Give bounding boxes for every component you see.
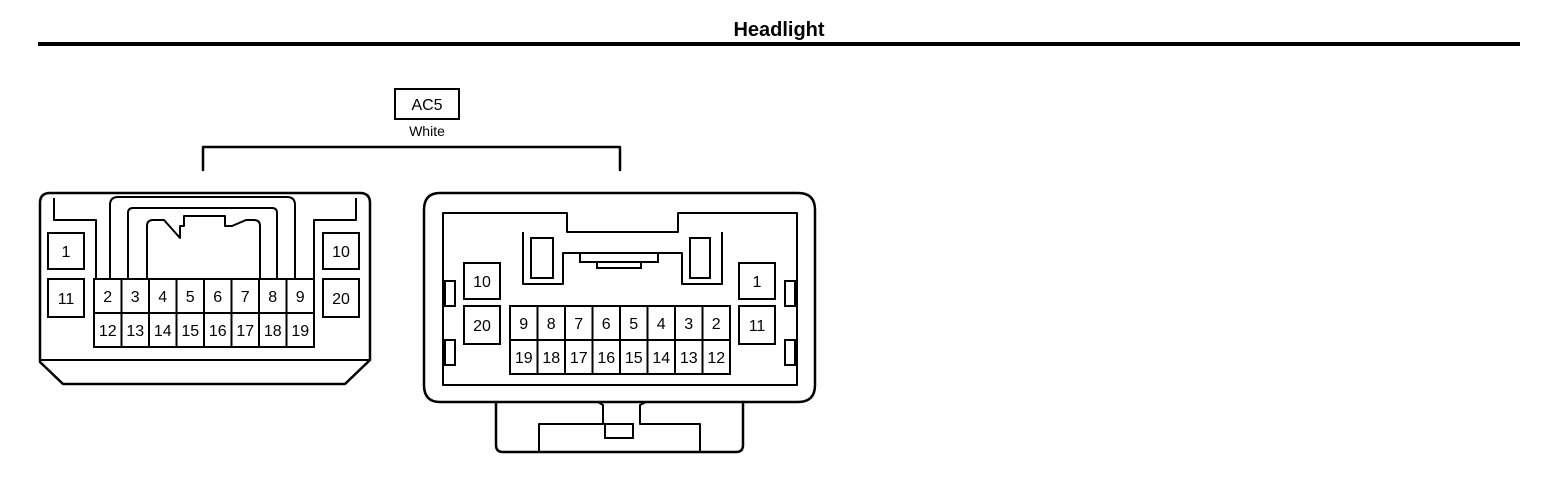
right-pin-cell bbox=[738, 262, 776, 300]
right-inner-outline bbox=[442, 212, 798, 386]
left-inner-line-r bbox=[313, 198, 357, 278]
left-pin-cell bbox=[47, 278, 85, 318]
left-inner-line-l bbox=[53, 198, 97, 278]
pin-label: 12 bbox=[707, 350, 725, 367]
pin-label: 3 bbox=[131, 289, 140, 306]
connector-code-box bbox=[394, 88, 460, 120]
pin-label: 7 bbox=[241, 289, 250, 306]
pin-label: 15 bbox=[625, 350, 643, 367]
connector-code: AC5 bbox=[411, 97, 442, 114]
pin-label: 12 bbox=[99, 323, 117, 340]
pin-label: 8 bbox=[547, 316, 556, 333]
right-pin-cell bbox=[463, 262, 501, 300]
connector-left: 1 11 2 3 4 5 6 7 8 9 12 13 14 15 16 17 1… bbox=[38, 191, 372, 386]
right-lock-bar bbox=[579, 252, 659, 263]
pin-label: 10 bbox=[332, 244, 350, 261]
pin-label: 2 bbox=[712, 316, 721, 333]
pin-label: 5 bbox=[629, 316, 638, 333]
right-side-rib bbox=[444, 339, 456, 366]
pin-label: 20 bbox=[332, 291, 350, 308]
pin-label: 13 bbox=[126, 323, 144, 340]
pin-label: 17 bbox=[570, 350, 588, 367]
pin-label: 18 bbox=[542, 350, 560, 367]
pin-label: 11 bbox=[58, 291, 75, 308]
left-grid-columns bbox=[120, 279, 288, 347]
pin-label: 4 bbox=[657, 316, 666, 333]
right-side-rib bbox=[444, 280, 456, 307]
pin-label: 3 bbox=[684, 316, 693, 333]
pin-label: 1 bbox=[753, 274, 762, 291]
pin-label: 14 bbox=[652, 350, 670, 367]
pin-label: 9 bbox=[296, 289, 305, 306]
right-housing-outline bbox=[422, 191, 817, 404]
right-latch-tab bbox=[604, 423, 634, 439]
left-latch-inner bbox=[127, 207, 278, 278]
pin-label: 5 bbox=[186, 289, 195, 306]
right-lock-bar bbox=[596, 261, 642, 269]
pin-label: 2 bbox=[103, 289, 112, 306]
pin-label: 9 bbox=[519, 316, 528, 333]
right-latch-inner bbox=[538, 401, 701, 452]
pin-label: 18 bbox=[264, 323, 282, 340]
right-pin-cell bbox=[738, 305, 776, 345]
right-side-rib bbox=[784, 280, 796, 307]
left-housing-outline bbox=[38, 191, 372, 386]
pin-label: 13 bbox=[680, 350, 698, 367]
right-lock-slot bbox=[689, 237, 711, 279]
pin-label: 6 bbox=[602, 316, 611, 333]
left-pin-cell bbox=[322, 232, 360, 270]
pin-label: 8 bbox=[268, 289, 277, 306]
pin-label: 1 bbox=[62, 244, 71, 261]
pin-label: 4 bbox=[158, 289, 167, 306]
right-grid-columns bbox=[536, 306, 704, 374]
connector-color: White bbox=[409, 123, 445, 139]
right-lock-slot bbox=[530, 237, 554, 279]
left-latch-outer bbox=[109, 196, 296, 278]
right-pin-cell bbox=[463, 305, 501, 345]
pin-label: 16 bbox=[209, 323, 227, 340]
pin-label: 17 bbox=[236, 323, 254, 340]
pin-label: 19 bbox=[515, 350, 533, 367]
pin-label: 7 bbox=[574, 316, 583, 333]
connector-label: AC5 White bbox=[394, 88, 460, 139]
page-title: Headlight bbox=[733, 19, 824, 41]
left-pin-cell bbox=[47, 232, 85, 270]
right-side-rib bbox=[784, 339, 796, 366]
pin-label: 14 bbox=[154, 323, 172, 340]
pin-label: 19 bbox=[291, 323, 309, 340]
connector-bracket bbox=[201, 145, 622, 172]
pin-label: 10 bbox=[473, 274, 491, 291]
pin-label: 16 bbox=[597, 350, 615, 367]
pin-label: 11 bbox=[749, 318, 766, 335]
connector-right: 10 20 9 8 7 6 5 4 3 2 19 18 17 16 15 14 … bbox=[422, 191, 817, 454]
pin-label: 15 bbox=[181, 323, 199, 340]
pin-label: 20 bbox=[473, 318, 491, 335]
pin-label: 6 bbox=[213, 289, 222, 306]
right-bottom-latch bbox=[494, 400, 745, 454]
left-pin-cell bbox=[322, 278, 360, 318]
left-lock-tab bbox=[146, 215, 261, 278]
